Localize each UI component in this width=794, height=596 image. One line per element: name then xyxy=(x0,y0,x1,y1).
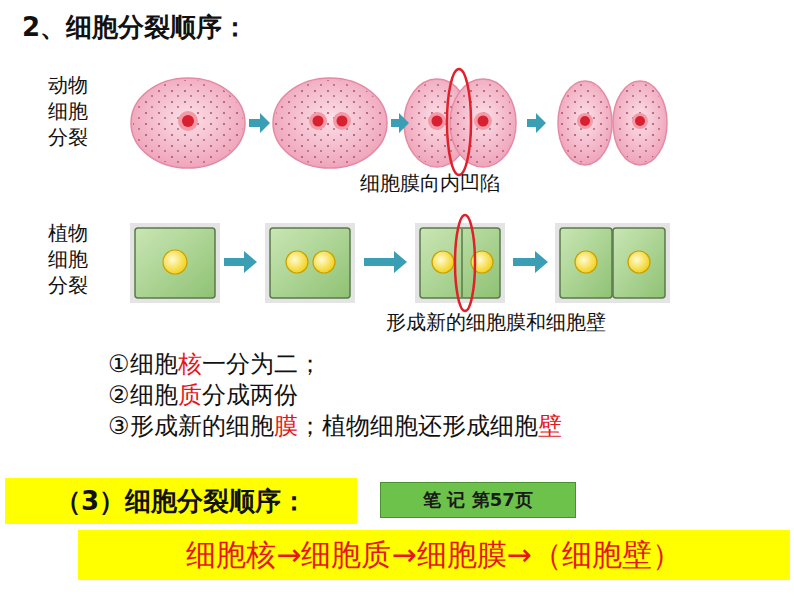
bullet-line: ①细胞核一分为二； xyxy=(108,350,322,379)
node-text: （3）细胞分裂顺序： xyxy=(55,484,307,519)
note-tag: 笔 记 第57页 xyxy=(380,482,576,518)
bullet-text: ；植物细胞还形成细胞 xyxy=(298,412,538,440)
key-word: 质 xyxy=(178,381,202,409)
key-word: 壁 xyxy=(538,412,562,440)
bullet-text: ①细胞 xyxy=(108,350,178,378)
plant-cells xyxy=(135,228,665,298)
highlight-ring xyxy=(447,69,471,175)
row-label: 植物细胞分裂 xyxy=(48,220,88,298)
key-word: 膜 xyxy=(274,412,298,440)
node-text: 笔 记 第57页 xyxy=(423,488,533,512)
heading-band: （3）细胞分裂顺序： xyxy=(5,478,357,524)
step-arrows xyxy=(224,113,548,273)
key-word: 核 xyxy=(178,350,202,378)
bullet-text: ②细胞 xyxy=(108,381,178,409)
plant-nuclei xyxy=(163,250,650,274)
highlight-ring xyxy=(455,215,475,311)
animal-nuclei xyxy=(178,111,648,131)
row-label: 动物细胞分裂 xyxy=(48,72,88,150)
animal-cells xyxy=(131,78,667,168)
slide-title: 2、细胞分裂顺序： xyxy=(22,10,248,45)
bullet-text: 一分为二； xyxy=(202,350,322,378)
bullet-text: ③形成新的细胞 xyxy=(108,412,274,440)
bullet-line: ③形成新的细胞膜；植物细胞还形成细胞壁 xyxy=(108,412,562,441)
new-cell-wall xyxy=(461,229,463,297)
bullet-text: 分成两份 xyxy=(202,381,298,409)
caption-label: 形成新的细胞膜和细胞壁 xyxy=(386,309,606,336)
sequence-band: 细胞核→细胞质→细胞膜→（细胞壁） xyxy=(78,530,790,580)
node-text: 细胞核→细胞质→细胞膜→（细胞壁） xyxy=(186,535,681,576)
plant-frames xyxy=(130,223,670,303)
caption-label: 细胞膜向内凹陷 xyxy=(360,170,500,197)
bullet-line: ②细胞质分成两份 xyxy=(108,381,298,410)
